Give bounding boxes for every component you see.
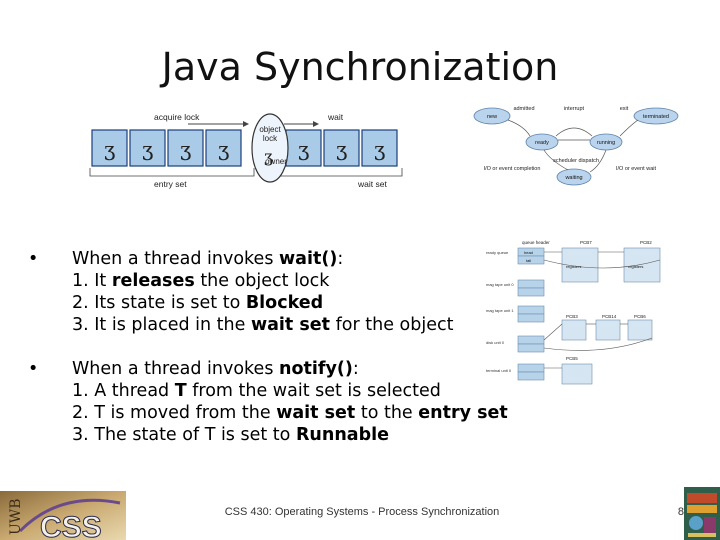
pcb6-label: PCB6 <box>634 314 646 319</box>
text-run: for the object <box>330 315 454 335</box>
transition-admitted: admitted <box>513 106 534 112</box>
pcb14-label: PCB14 <box>602 314 617 319</box>
state-waiting: waiting <box>564 175 582 181</box>
bold-run: Blocked <box>245 293 324 313</box>
bold-run: Runnable <box>295 425 389 445</box>
text-run: 1. It <box>72 271 112 291</box>
ready-tail-cell: tail <box>526 258 531 263</box>
bullet-line: 2. T is moved from the wait set to the e… <box>72 402 508 424</box>
svg-text:ʒ: ʒ <box>218 137 229 161</box>
wait-label: wait <box>327 112 344 122</box>
pcb7-registers: registers <box>566 264 581 269</box>
queue-diagram: queue header PCB7 PCB2 PCB3 PCB14 PCB6 P… <box>486 240 661 385</box>
queue-header-label: queue header <box>522 240 550 245</box>
text-run: the object lock <box>194 271 330 291</box>
entry-set-queue: ʒ ʒ ʒ ʒ <box>89 129 255 177</box>
owner-label: owner <box>265 157 287 166</box>
transition-scheduler: scheduler dispatch <box>553 158 599 164</box>
bullet-list-wait: • When a thread invokes wait():1. It rel… <box>28 248 508 336</box>
page-number: 8 <box>677 506 684 518</box>
state-ready: ready <box>535 140 549 146</box>
bullet-line: 3. It is placed in the wait set for the … <box>72 314 508 336</box>
svg-text:ʒ: ʒ <box>298 137 309 161</box>
svg-text:ʒ: ʒ <box>374 137 385 161</box>
bullet-notify-text: When a thread invokes notify():1. A thre… <box>72 358 508 446</box>
monitor-figure: ʒ ʒ ʒ ʒ ʒ ʒ ʒ object lock owner ʒ acquir… <box>89 112 403 189</box>
transition-io-wait: I/O or event wait <box>616 166 657 172</box>
object-label: object <box>259 125 281 134</box>
wait-set-queue: ʒ ʒ ʒ <box>279 129 403 177</box>
mag-tape-1-label: mag tape unit 1 <box>486 308 514 313</box>
bullet-line: When a thread invokes wait(): <box>72 248 508 270</box>
text-run: When a thread invokes <box>72 359 280 379</box>
slide-footer: CSS 430: Operating Systems - Process Syn… <box>224 506 500 518</box>
terminal-unit-label: terminal unit 0 <box>486 368 512 373</box>
svg-text:ʒ: ʒ <box>264 147 273 166</box>
bullet-marker: • <box>28 359 39 379</box>
bullet-marker: • <box>28 249 39 269</box>
state-diagram: new ready running waiting terminated adm… <box>472 100 684 190</box>
transition-io-completion: I/O or event completion <box>484 166 541 172</box>
svg-text:ʒ: ʒ <box>180 137 191 161</box>
pcb7-label: PCB7 <box>580 240 592 245</box>
entry-set-label: entry set <box>154 179 187 189</box>
text-run: 3. It is placed in the <box>72 315 251 335</box>
pcb3-label: PCB3 <box>566 314 578 319</box>
bold-run: wait set <box>276 403 356 423</box>
uwb-side-text: UWB <box>8 499 24 535</box>
bold-run: T <box>174 381 187 401</box>
mag-tape-0-label: mag tape unit 0 <box>486 282 514 287</box>
svg-text:ʒ: ʒ <box>336 137 347 161</box>
bold-run: entry set <box>418 403 508 423</box>
wait-set-label: wait set <box>357 179 387 189</box>
bold-run: notify() <box>279 359 353 379</box>
text-run: to the <box>355 403 419 423</box>
bold-run: wait set <box>250 315 331 335</box>
bullet-line: 1. A thread T from the wait set is selec… <box>72 380 508 402</box>
svg-text:ʒ: ʒ <box>142 137 153 161</box>
state-terminated: terminated <box>643 114 669 120</box>
bullet-line: 1. It releases the object lock <box>72 270 508 292</box>
lock-label: lock <box>263 134 278 143</box>
text-run: : <box>337 249 344 269</box>
ready-queue-label: ready queue <box>486 250 509 255</box>
slide-title: Java Synchronization <box>161 45 559 89</box>
text-run: 1. A thread <box>72 381 175 401</box>
state-new: new <box>487 114 497 120</box>
svg-text:ʒ: ʒ <box>104 137 115 161</box>
ready-head-cell: head <box>524 250 533 255</box>
uwb-css-logo: UWB CSS <box>0 491 126 540</box>
transition-exit: exit <box>620 106 629 112</box>
pcb2-label: PCB2 <box>640 240 652 245</box>
bold-run: releases <box>111 271 195 291</box>
bullet-line: When a thread invokes notify(): <box>72 358 508 380</box>
text-run: 2. T is moved from the <box>72 403 277 423</box>
bold-run: wait() <box>279 249 338 269</box>
transition-interrupt: interrupt <box>564 106 585 112</box>
pcb2-registers: registers <box>628 264 643 269</box>
text-run: When a thread invokes <box>72 249 280 269</box>
state-running: running <box>597 140 615 146</box>
book-cover-image <box>684 487 720 540</box>
bullet-line: 2. Its state is set to Blocked <box>72 292 508 314</box>
text-run: : <box>352 359 359 379</box>
pcb5-label: PCB5 <box>566 356 578 361</box>
bullet-list-notify: • When a thread invokes notify():1. A th… <box>28 358 508 446</box>
disk-unit-label: disk unit 0 <box>486 340 505 345</box>
text-run: 2. Its state is set to <box>72 293 246 313</box>
text-run: 3. The state of T is set to <box>72 425 296 445</box>
bullet-wait-text: When a thread invokes wait():1. It relea… <box>72 248 508 336</box>
css-logo-text: CSS <box>40 511 102 540</box>
object-lock-ellipse <box>251 113 289 183</box>
text-run: from the wait set is selected <box>186 381 441 401</box>
bullet-line: 3. The state of T is set to Runnable <box>72 424 508 446</box>
acquire-lock-label: acquire lock <box>154 112 200 122</box>
